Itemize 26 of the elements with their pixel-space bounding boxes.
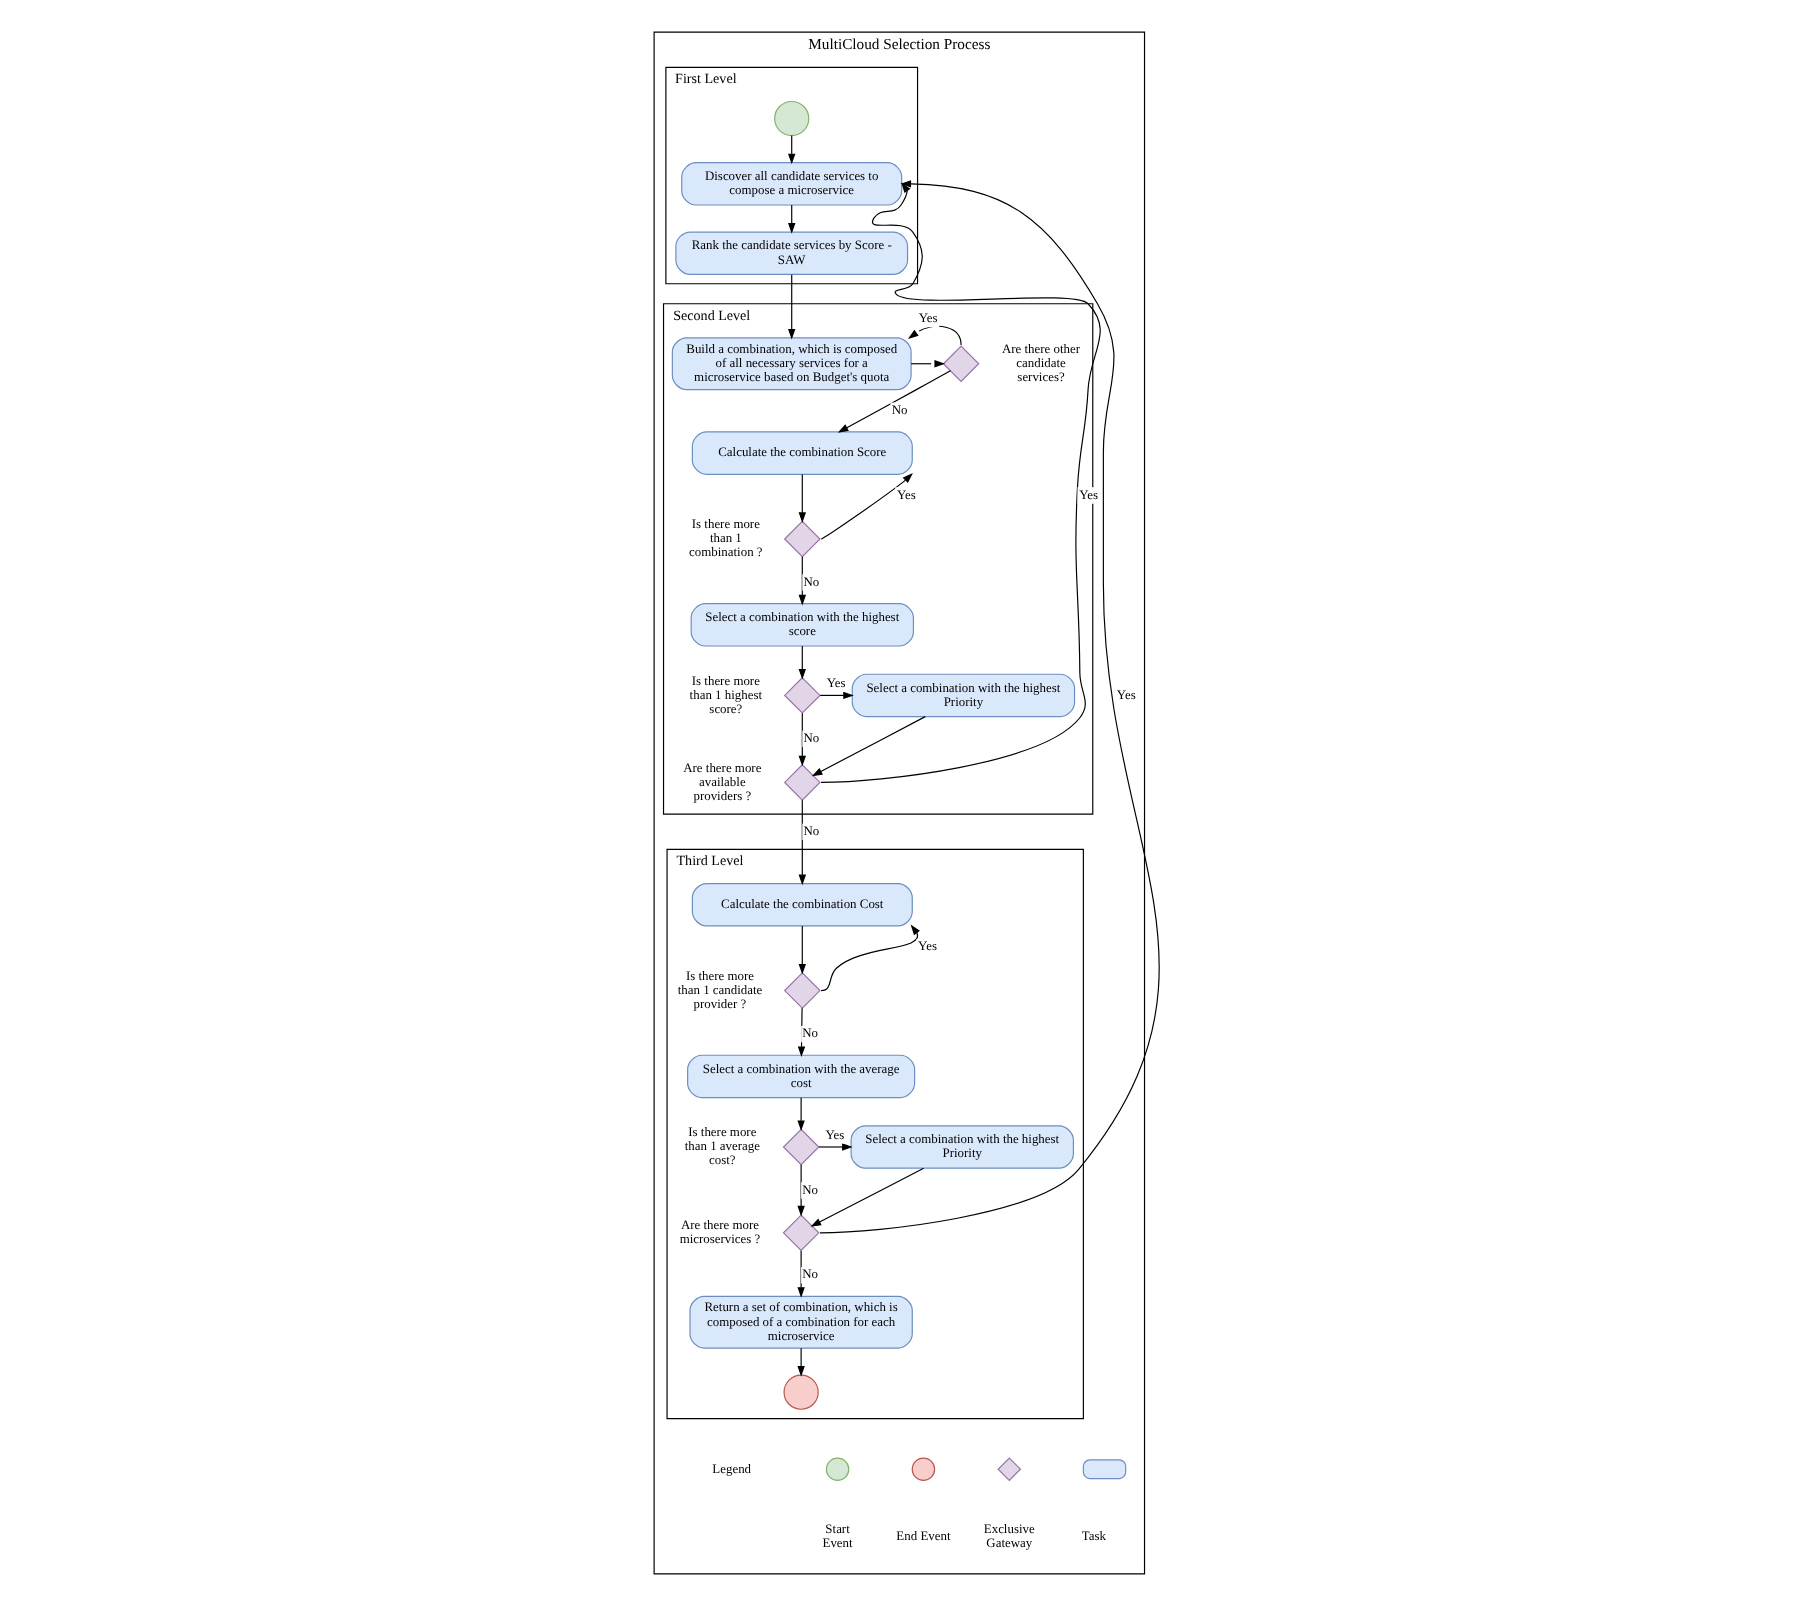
arrow — [797, 472, 805, 522]
arrow — [906, 324, 961, 345]
arrow — [787, 134, 795, 164]
arrow — [909, 359, 945, 367]
node-circle — [782, 1373, 818, 1409]
arrow — [836, 369, 950, 432]
arrow — [787, 273, 795, 339]
node-diamond — [941, 344, 979, 382]
arrow — [797, 644, 805, 679]
arrow — [819, 923, 919, 991]
arrow — [796, 1096, 804, 1131]
node-diamond — [782, 675, 820, 713]
arrow — [817, 1142, 852, 1150]
arrow — [809, 1166, 924, 1226]
arrow — [796, 1249, 804, 1297]
arrow — [818, 690, 853, 699]
arrow — [797, 924, 805, 974]
node-diamond — [781, 1127, 819, 1165]
node-diamond — [782, 519, 820, 557]
arrow — [810, 715, 925, 776]
node-circle — [773, 99, 809, 136]
arrow — [787, 203, 795, 233]
arrow — [819, 472, 912, 539]
node-diamond — [782, 971, 820, 1009]
arrow — [796, 1163, 804, 1216]
arrow — [796, 1346, 804, 1376]
